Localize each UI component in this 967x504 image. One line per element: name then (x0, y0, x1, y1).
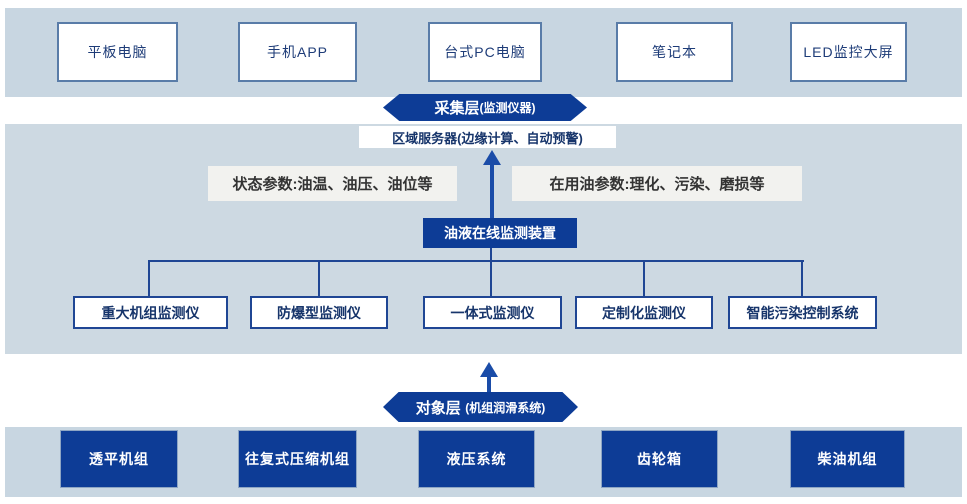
regional-server-label: 区域服务器(边缘计算、自动预警) (392, 130, 583, 146)
collection-layer-banner: 采集层(监测仪器) (383, 94, 587, 121)
arrow-head (480, 362, 498, 377)
terminal-box-laptop: 笔记本 (616, 22, 733, 82)
monitor-box-label: 定制化监测仪 (602, 304, 686, 321)
regional-server-box: 区域服务器(边缘计算、自动预警) (359, 126, 616, 148)
collection-layer-subtitle: (监测仪器) (479, 101, 536, 115)
object-box-gearbox: 齿轮箱 (601, 430, 718, 488)
monitor-box-major-unit: 重大机组监测仪 (73, 296, 228, 329)
terminal-box-label: 笔记本 (652, 44, 697, 60)
monitor-box-explosion-proof: 防爆型监测仪 (250, 296, 388, 329)
monitor-to-server-arrow-icon (483, 150, 501, 218)
object-box-turbine: 透平机组 (60, 430, 178, 488)
connector-drop-3 (490, 260, 492, 296)
monitor-box-label: 一体式监测仪 (450, 304, 535, 321)
object-box-label: 透平机组 (89, 451, 149, 467)
terminal-box-label: 平板电脑 (87, 44, 148, 60)
monitor-box-label: 重大机组监测仪 (101, 304, 200, 321)
object-box-hydraulic-system: 液压系统 (418, 430, 535, 488)
object-box-reciprocating-compressor: 往复式压缩机组 (238, 430, 357, 488)
connector-drop-5 (801, 260, 803, 296)
arrow-head (483, 150, 501, 165)
monitor-box-customized: 定制化监测仪 (575, 296, 713, 329)
oil-params-label: 在用油参数:理化、污染、磨损等 (512, 166, 802, 201)
connector-drop-1 (148, 260, 150, 296)
state-params-text: 状态参数:油温、油压、油位等 (232, 176, 433, 193)
object-to-monitor-arrow-icon (480, 362, 498, 392)
connector-drop-2 (318, 260, 320, 296)
object-box-label: 液压系统 (446, 451, 507, 467)
object-box-label: 柴油机组 (817, 451, 878, 467)
connector-stem (490, 248, 492, 261)
state-params-label: 状态参数:油温、油压、油位等 (208, 166, 457, 201)
monitor-box-label: 智能污染控制系统 (746, 304, 859, 321)
object-box-diesel-engine: 柴油机组 (790, 430, 905, 488)
terminal-box-led-screen: LED监控大屏 (790, 22, 907, 82)
terminal-box-tablet: 平板电脑 (57, 22, 178, 82)
oil-monitoring-device-label: 油液在线监测装置 (444, 225, 556, 241)
monitor-box-pollution-control: 智能污染控制系统 (728, 296, 877, 329)
terminal-box-label: 手机APP (266, 44, 328, 60)
object-box-label: 往复式压缩机组 (245, 451, 350, 467)
collection-layer-title: 采集层 (434, 100, 480, 117)
arrow-shaft (487, 377, 491, 392)
terminal-box-mobile-app: 手机APP (238, 22, 357, 82)
terminal-box-desktop-pc: 台式PC电脑 (428, 22, 542, 82)
object-layer-banner: 对象层 (机组润滑系统) (383, 392, 578, 422)
monitor-box-label: 防爆型监测仪 (277, 304, 361, 321)
monitor-box-integrated: 一体式监测仪 (423, 296, 562, 329)
terminal-box-label: 台式PC电脑 (444, 44, 526, 60)
object-box-label: 齿轮箱 (637, 451, 682, 467)
oil-params-text: 在用油参数:理化、污染、磨损等 (549, 176, 765, 193)
oil-monitoring-device-box: 油液在线监测装置 (423, 218, 577, 248)
connector-horizontal (148, 260, 804, 262)
connector-drop-4 (643, 260, 645, 296)
object-layer-subtitle: (机组润滑系统) (465, 400, 546, 415)
terminal-box-label: LED监控大屏 (803, 44, 894, 60)
arrow-shaft (490, 165, 494, 218)
object-layer-title: 对象层 (415, 399, 461, 417)
